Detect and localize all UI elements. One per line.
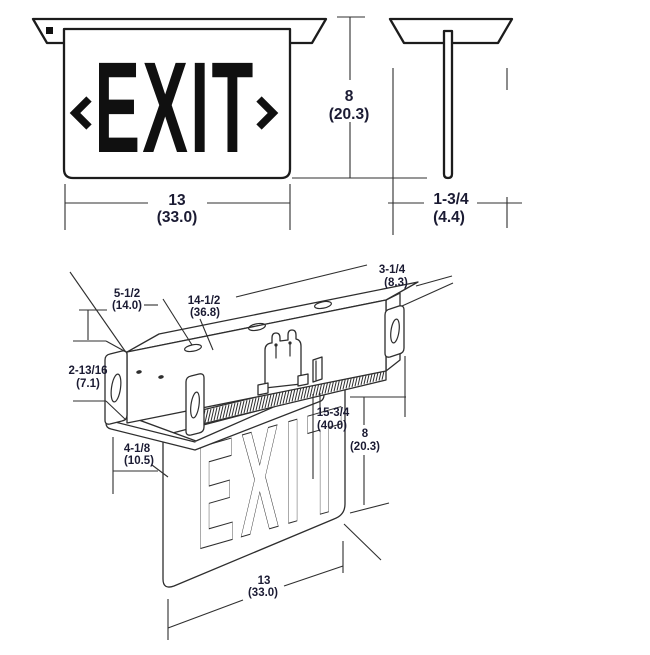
knockout-oval-3: [314, 300, 332, 310]
mounting-bracket-right: [384, 305, 405, 358]
dim-front-width-cm: (33.0): [157, 209, 198, 226]
front-dimensions: 13 (33.0) 8 (20.3): [64, 16, 427, 230]
bracket-right-slot: [390, 318, 400, 344]
flange-edge: [110, 420, 196, 443]
chevron-left-icon: [69, 96, 92, 130]
sign-face: [62, 27, 292, 180]
iso-dim-housing-height-cm: (7.1): [76, 378, 100, 390]
side-blade: [442, 29, 454, 180]
knockout-oval-1: [184, 343, 202, 353]
iso-dim-bracket-spacing-in: 5-1/2: [114, 288, 140, 300]
dim-front-height-cm: (20.3): [329, 106, 370, 123]
iso-dim-housing-height-in: 2-13/16: [68, 365, 107, 377]
mounting-bracket-left: [104, 350, 128, 425]
chevron-right-icon: [256, 96, 279, 130]
side-dimensions: 1-3/4 (4.4): [388, 68, 522, 235]
iso-dim-housing-depth-in: 3-1/4: [379, 264, 406, 276]
front-face-dot-1: [136, 370, 142, 374]
iso-view: EXIT: [104, 281, 419, 588]
clamp-foot-left: [257, 382, 269, 396]
mounting-bracket-mid: [185, 373, 205, 436]
iso-dimensions: 5-1/2 (14.0) 14-1/2 (36.8) 3-1/4 (8.3) 2…: [68, 264, 454, 640]
center-clamp: [264, 329, 302, 389]
iso-dim-sign-height-in: 8: [362, 428, 369, 440]
iso-dim-housing-length-cm: (36.8): [190, 307, 220, 319]
iso-dim-flange-offset-in: 4-1/8: [124, 443, 151, 455]
dim-front-width-in: 13: [168, 192, 186, 209]
bracket-mid-slot: [190, 391, 200, 419]
front-face-dot-2: [158, 375, 164, 379]
iso-dim-housing-length-in: 14-1/2: [188, 295, 221, 307]
bracket-left-slot: [110, 373, 122, 403]
indicator-square: [46, 27, 53, 34]
side-view: [388, 17, 514, 180]
iso-dim-housing-depth-cm: (8.3): [384, 277, 408, 289]
iso-dim-bracket-spacing-cm: (14.0): [112, 300, 142, 312]
dim-front-height-in: 8: [345, 88, 354, 105]
iso-dim-flange-offset-cm: (10.5): [124, 455, 154, 467]
knockout-oval-2: [248, 322, 266, 332]
iso-dim-sign-width-cm: (33.0): [248, 587, 278, 599]
clamp-foot-right: [297, 373, 309, 387]
iso-dim-sign-width-in: 13: [258, 575, 271, 587]
front-sign-text: EXIT: [94, 34, 255, 179]
iso-dim-sign-height-cm: (20.3): [350, 441, 380, 453]
iso-dim-flange-length-in: 15-3/4: [317, 407, 350, 419]
dim-side-thickness-cm: (4.4): [433, 209, 465, 226]
secondary-clip: [312, 356, 323, 383]
dim-side-thickness-in: 1-3/4: [433, 191, 469, 208]
front-view: EXIT: [31, 17, 328, 180]
clamp-pin-head-2: [288, 341, 292, 345]
iso-dim-flange-length-cm: (40.0): [317, 420, 347, 432]
clamp-pin-head-1: [274, 343, 278, 347]
